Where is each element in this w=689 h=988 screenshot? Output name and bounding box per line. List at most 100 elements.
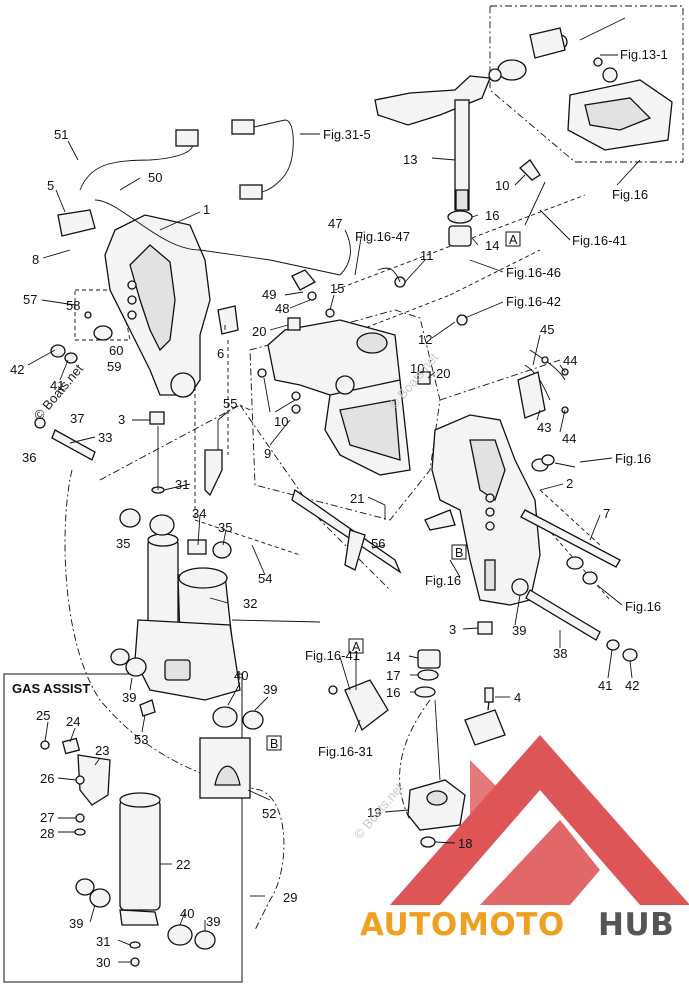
callout: 39: [69, 916, 83, 931]
rod-38: [525, 589, 601, 641]
callout: 59: [107, 359, 121, 374]
boxed-letter-text: A: [352, 640, 361, 654]
fig-ref: Fig.16: [612, 187, 648, 202]
callout: 39: [263, 682, 277, 697]
boxed-letter-b-right: B: [451, 544, 467, 560]
brand-part-2: MOTO: [458, 907, 565, 943]
callout: 37: [70, 411, 84, 426]
callout: 40: [180, 906, 194, 921]
logo-mark: [390, 735, 689, 905]
callout: 44: [562, 431, 576, 446]
callout: 24: [66, 714, 80, 729]
block-3: [149, 411, 165, 425]
fig-ref: Fig.16-42: [506, 294, 561, 309]
boxed-letter-text: A: [509, 233, 518, 247]
callout: 25: [36, 708, 50, 723]
boxed-letter-a-bottom: A: [348, 638, 364, 654]
clamp-screw-group: [50, 311, 113, 364]
callout-numbers: 51 50 5 8 1 57 58 60 59 42 41 37 3 6 33 3…: [10, 127, 639, 970]
callout: 56: [371, 536, 385, 551]
callout: 5: [47, 178, 54, 193]
callout: 54: [258, 571, 272, 586]
callout: 23: [95, 743, 109, 758]
callout: 35: [116, 536, 130, 551]
callout: 17: [386, 668, 400, 683]
callout: 60: [109, 343, 123, 358]
callout: 44: [563, 353, 577, 368]
fig-ref: Fig.13-1: [620, 47, 668, 62]
callout: 52: [262, 806, 276, 821]
swivel-bracket: [267, 319, 411, 476]
callout: 55: [223, 396, 237, 411]
callout: 39: [206, 914, 220, 929]
bushing-14: [448, 225, 472, 247]
fig-ref: Fig.16: [425, 573, 461, 588]
callout: 10: [274, 414, 288, 429]
callout: 10: [495, 178, 509, 193]
callout: 20: [436, 366, 450, 381]
callout: 58: [66, 298, 80, 313]
callout: 11: [420, 248, 434, 263]
fig-ref: Fig.16-31: [318, 744, 373, 759]
callout: 8: [32, 252, 39, 267]
callout: 13: [403, 152, 417, 167]
callout: 51: [54, 127, 68, 142]
gas-assist-title: GAS ASSIST: [12, 681, 90, 696]
callout: 19: [367, 805, 381, 820]
fig-ref: Fig.16-47: [355, 229, 410, 244]
callout: 41: [598, 678, 612, 693]
brand-part-3: HUB: [598, 907, 674, 943]
small-hardware: [217, 267, 468, 414]
steering-arm-assembly: [488, 17, 673, 151]
fig-ref: Fig.31-5: [323, 127, 371, 142]
callout: 14: [485, 238, 499, 253]
fig-ref: Fig.16-41: [305, 648, 360, 663]
callout: 42: [10, 362, 24, 377]
fig-ref: Fig.16-46: [506, 265, 561, 280]
callout: 30: [96, 955, 110, 970]
boxed-letter-text: B: [455, 546, 463, 560]
rod-7: [520, 509, 621, 568]
callout: 47: [328, 216, 342, 231]
callout: 33: [98, 430, 112, 445]
callout: 35: [218, 520, 232, 535]
washer-16: [447, 210, 473, 224]
callout: 39: [122, 690, 136, 705]
gas-assist-panel: [3, 673, 243, 983]
callout: 48: [275, 301, 289, 316]
callout: 10: [410, 361, 424, 376]
boxed-letter-b-left: B: [266, 735, 282, 751]
callout: 31: [175, 477, 189, 492]
lower-mount: [407, 649, 506, 848]
figure-references: Fig.31-5 Fig.13-1 Fig.16 Fig.16-41 Fig.1…: [305, 47, 668, 759]
wiring-harness: [57, 129, 351, 276]
callout: 14: [386, 649, 400, 664]
callout: 1: [203, 202, 210, 217]
boxed-letter-text: B: [270, 737, 278, 751]
tilt-lock-rods: [204, 420, 402, 574]
trim-tilt-unit: [134, 533, 321, 701]
callout: 7: [603, 506, 610, 521]
bracket-16-31: [328, 655, 389, 732]
callout: 9: [264, 446, 271, 461]
callout: 21: [350, 491, 364, 506]
callout: 31: [96, 934, 110, 949]
callout: 50: [148, 170, 162, 185]
fig-ref: Fig.16: [615, 451, 651, 466]
callout: 38: [553, 646, 567, 661]
callout: 3: [449, 622, 456, 637]
callout: 20: [252, 324, 266, 339]
callout: 12: [418, 332, 432, 347]
callout: 18: [458, 836, 472, 851]
tilt-pin: [34, 417, 96, 461]
callout: 32: [243, 596, 257, 611]
callout: 6: [217, 346, 224, 361]
callout: 57: [23, 292, 37, 307]
steering-arm: [374, 75, 491, 211]
bushings: [110, 508, 264, 730]
clamp-bracket-left: [104, 214, 211, 398]
sensor-cable: [231, 119, 294, 200]
callout: 29: [283, 890, 297, 905]
brand-logo-text: AUTO MOTO HUB: [360, 907, 674, 943]
